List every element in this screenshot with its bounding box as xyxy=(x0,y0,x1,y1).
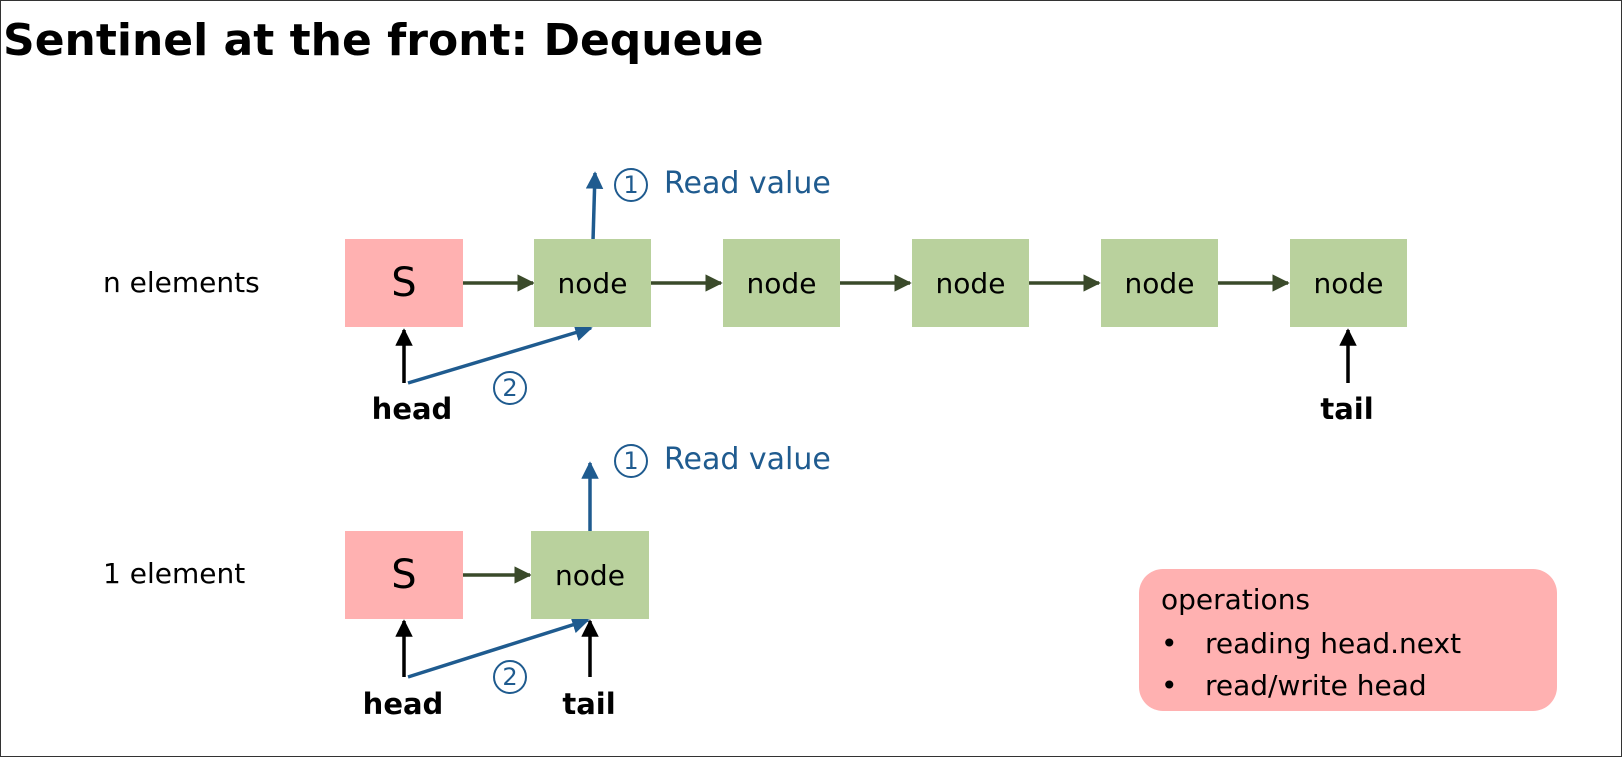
step-1-badge: 1 xyxy=(614,168,648,202)
list-node: node xyxy=(531,531,649,619)
row-label-1-element: 1 element xyxy=(103,557,246,590)
sentinel-node: S xyxy=(345,531,463,619)
operations-list: reading head.next read/write head xyxy=(1161,623,1535,707)
step-2-badge: 2 xyxy=(493,660,527,694)
page-title: Sentinel at the front: Dequeue xyxy=(3,15,764,66)
read-value-label: Read value xyxy=(664,166,831,201)
step-1-badge: 1 xyxy=(614,444,648,478)
operations-title: operations xyxy=(1161,583,1311,616)
operation-item: reading head.next xyxy=(1161,623,1535,665)
head-label: head xyxy=(371,392,453,426)
list-node: node xyxy=(912,239,1029,327)
read-value-label: Read value xyxy=(664,442,831,477)
sentinel-node: S xyxy=(345,239,463,327)
advance-head-arrow xyxy=(407,324,593,385)
read-value-arrow xyxy=(585,171,604,242)
head-label: head xyxy=(362,687,444,721)
operations-box: operations reading head.next read/write … xyxy=(1139,569,1557,711)
tail-label: tail xyxy=(562,687,616,721)
list-node: node xyxy=(723,239,840,327)
list-node: node xyxy=(534,239,651,327)
tail-label: tail xyxy=(1320,392,1374,426)
step-2-badge: 2 xyxy=(493,371,527,405)
list-node: node xyxy=(1101,239,1218,327)
row-label-n-elements: n elements xyxy=(103,266,260,299)
advance-head-arrow xyxy=(407,616,590,679)
operation-item: read/write head xyxy=(1161,665,1535,707)
list-node: node xyxy=(1290,239,1407,327)
